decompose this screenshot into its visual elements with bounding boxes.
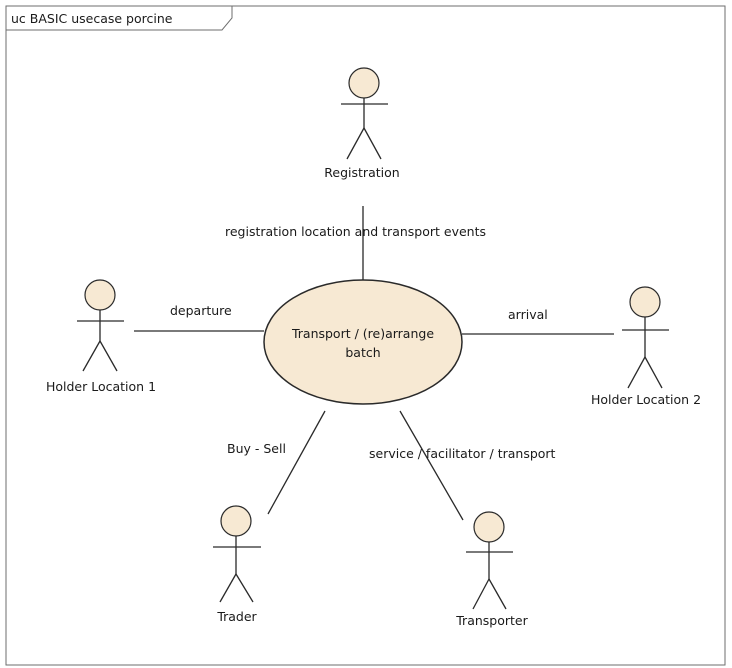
actor-head — [629, 286, 661, 318]
association-label-departure: departure — [170, 303, 232, 318]
actor-label-transporter: Transporter — [455, 613, 528, 628]
actor-registration[interactable]: Registration — [324, 67, 400, 180]
actor-transporter[interactable]: Transporter — [455, 511, 529, 628]
association-label-registration: registration location and transport even… — [225, 224, 486, 239]
actor-head — [220, 505, 252, 537]
actor-head — [473, 511, 505, 543]
actor-label-trader: Trader — [216, 609, 257, 624]
actor-label-registration: Registration — [324, 165, 399, 180]
associations — [134, 206, 614, 521]
association-label-arrival: arrival — [508, 307, 548, 322]
association-trader[interactable] — [267, 410, 326, 515]
association-label-service: service / facilitator / transport — [369, 446, 556, 461]
actor-trader[interactable]: Trader — [213, 505, 261, 624]
use-case-ellipse[interactable] — [263, 279, 463, 405]
use-case-transport[interactable]: Transport / (re)arrange batch — [263, 279, 463, 405]
frame-title: uc BASIC usecase porcine — [11, 11, 173, 26]
actor-holder-location-1[interactable]: Holder Location 1 — [46, 279, 156, 394]
association-label-buy-sell: Buy - Sell — [227, 441, 286, 456]
actor-label-holder-location-2: Holder Location 2 — [591, 392, 701, 407]
actor-head — [84, 279, 116, 311]
actor-label-holder-location-1: Holder Location 1 — [46, 379, 156, 394]
association-transporter[interactable] — [399, 410, 464, 521]
use-case-label-line2: batch — [345, 345, 380, 360]
use-case-label-line1: Transport / (re)arrange — [291, 326, 434, 341]
actor-holder-location-2[interactable]: Holder Location 2 — [591, 286, 701, 407]
actor-head — [348, 67, 380, 99]
